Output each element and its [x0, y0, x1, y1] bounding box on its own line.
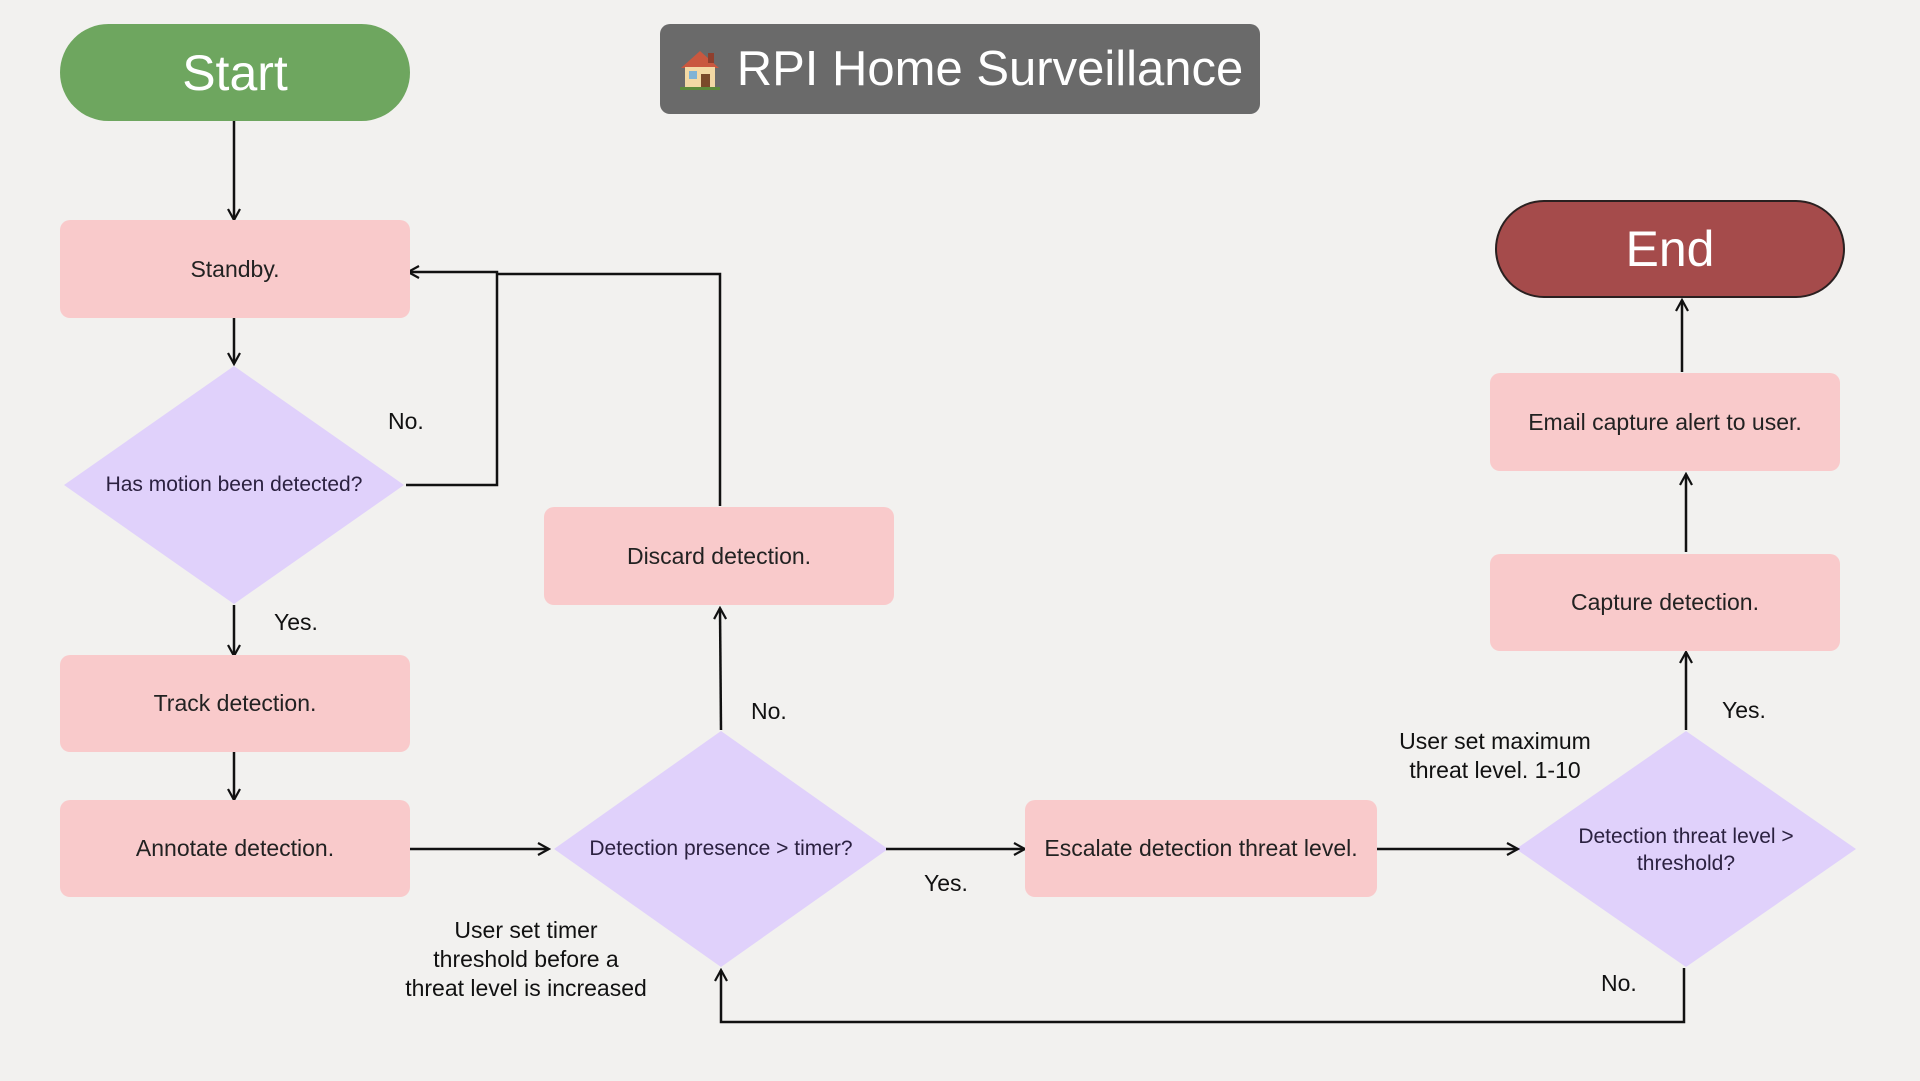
presence-decision-shape	[554, 731, 888, 967]
edge-threat-no-presence	[721, 968, 1686, 1024]
threat-decision-label: Detection threat level > threshold?	[1536, 818, 1836, 882]
diagram-title: RPI Home Surveillance	[660, 24, 1260, 114]
motion-decision-shape	[64, 366, 404, 604]
discard-node: Discard detection.	[544, 507, 894, 605]
capture-label: Capture detection.	[1571, 589, 1759, 615]
threat-decision-line2: threshold?	[1636, 852, 1736, 875]
capture-node: Capture detection.	[1490, 554, 1840, 651]
edge-presence-no-discard	[720, 608, 721, 731]
title-text: RPI Home Surveillance	[736, 42, 1244, 96]
email-label: Email capture alert to user.	[1528, 408, 1802, 435]
standby-node: Standby.	[60, 220, 410, 318]
timer-note-line3: threat level is increased	[405, 975, 647, 1001]
end-node: End	[1495, 200, 1845, 298]
annotate-label: Annotate detection.	[135, 835, 335, 861]
motion-no-label: No.	[388, 408, 424, 434]
threat-decision-line1: Detection threat level >	[1578, 825, 1794, 848]
presence-decision-label: Detection presence > timer?	[589, 837, 853, 860]
end-label: End	[1625, 221, 1715, 277]
house-icon	[679, 51, 720, 90]
motion-decision-label: Has motion been detected?	[105, 473, 363, 496]
motion-yes-label: Yes.	[274, 609, 318, 635]
escalate-node: Escalate detection threat level.	[1025, 800, 1377, 897]
max-note-line2: threat level. 1-10	[1409, 757, 1581, 783]
timer-note-line2: threshold before a	[433, 946, 619, 972]
track-label: Track detection.	[153, 690, 317, 716]
email-node: Email capture alert to user.	[1490, 373, 1840, 471]
timer-note-line1: User set timer	[454, 917, 598, 943]
escalate-label: Escalate detection threat level.	[1044, 835, 1358, 861]
discard-label: Discard detection.	[626, 542, 812, 569]
presence-yes-label: Yes.	[924, 870, 968, 896]
max-threat-note: User set maximum threat level. 1-10	[1380, 727, 1610, 785]
presence-no-label: No.	[751, 698, 787, 724]
threat-decision-shape	[1516, 731, 1856, 967]
start-label: Start	[182, 44, 288, 101]
edge-discard-standby	[497, 272, 722, 506]
timer-note: User set timer threshold before a threat…	[385, 916, 667, 1003]
threat-yes-label: Yes.	[1722, 697, 1766, 723]
max-note-line1: User set maximum	[1399, 728, 1591, 754]
start-node: Start	[60, 24, 410, 121]
track-node: Track detection.	[60, 655, 410, 752]
annotate-node: Annotate detection.	[60, 800, 410, 897]
standby-label: Standby.	[190, 255, 280, 282]
edge-motion-no-standby	[406, 272, 499, 487]
threat-no-label: No.	[1601, 970, 1637, 996]
